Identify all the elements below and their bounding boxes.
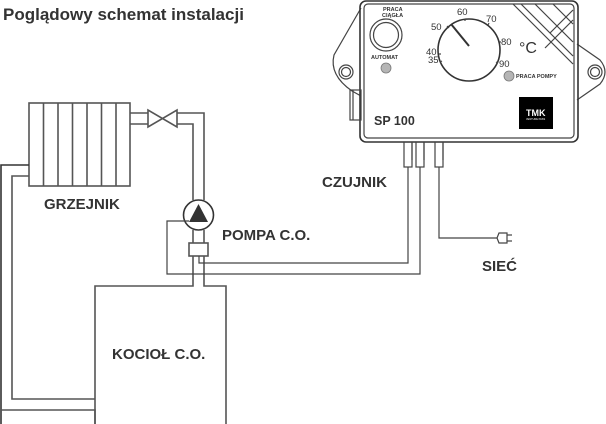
continuous-button-label-1: PRACA bbox=[383, 7, 403, 13]
pump-led bbox=[503, 70, 515, 82]
svg-text:TMK: TMK bbox=[526, 108, 546, 118]
mounting-ear-right bbox=[576, 43, 606, 101]
dial-scale-90: 90 bbox=[499, 59, 510, 70]
boiler-outline-right bbox=[203, 256, 227, 424]
brand-logo: TMK VENTURE PASS bbox=[519, 97, 553, 129]
return-pipe-outer bbox=[0, 164, 29, 424]
diagram-title: Poglądowy schemat instalacji bbox=[3, 5, 244, 24]
screw-hole-left bbox=[338, 64, 354, 80]
pump-icon bbox=[182, 199, 215, 231]
plug-icon bbox=[492, 232, 512, 244]
terminal-connectors bbox=[403, 141, 444, 168]
dial-scale-50: 50 bbox=[431, 22, 442, 33]
dial-pointer bbox=[450, 23, 470, 47]
pump-power-wire bbox=[166, 167, 421, 275]
radiator bbox=[28, 102, 131, 187]
boiler-supply-pipe bbox=[94, 256, 194, 424]
dial-scale-40: 40 bbox=[426, 47, 437, 58]
pump-label: POMPA C.O. bbox=[222, 227, 310, 244]
boiler-label: KOCIOŁ C.O. bbox=[112, 346, 205, 363]
radiator-label: GRZEJNIK bbox=[44, 196, 120, 213]
model-label: SP 100 bbox=[374, 114, 415, 128]
automat-led-label: AUTOMAT bbox=[371, 55, 399, 61]
mains-label: SIEĆ bbox=[482, 257, 517, 275]
pump-riser-pipe bbox=[177, 112, 205, 200]
dial-scale-80: 80 bbox=[501, 37, 512, 48]
return-pipe-inner bbox=[11, 175, 95, 400]
sensor-label: CZUJNIK bbox=[322, 174, 387, 191]
mains-wire bbox=[438, 167, 492, 239]
continuous-work-button[interactable] bbox=[369, 18, 403, 52]
cable-gland bbox=[349, 89, 362, 121]
controller-unit: PRACA CIĄGŁA AUTOMAT 35 40 50 60 70 80 9… bbox=[332, 0, 606, 168]
unit-label: °C bbox=[519, 40, 537, 57]
valve-icon bbox=[147, 108, 178, 129]
dial-scale-70: 70 bbox=[486, 14, 497, 25]
automat-led bbox=[380, 62, 392, 74]
sensor-wire bbox=[198, 167, 409, 264]
dial-scale-35: 35 bbox=[428, 55, 439, 66]
return-pipe-bottom bbox=[1, 409, 96, 424]
vent-grille bbox=[512, 3, 574, 65]
continuous-button-label-2: CIĄGŁA bbox=[382, 13, 403, 19]
temperature-dial[interactable] bbox=[437, 18, 501, 82]
sensor-block bbox=[188, 242, 209, 257]
screw-hole-right bbox=[587, 64, 603, 80]
supply-pipe-top bbox=[130, 112, 148, 125]
mounting-ear-left bbox=[332, 7, 362, 97]
pump-led-label: PRACA POMPY bbox=[516, 74, 557, 80]
svg-text:VENTURE PASS: VENTURE PASS bbox=[526, 118, 545, 121]
dial-scale-60: 60 bbox=[457, 7, 468, 18]
